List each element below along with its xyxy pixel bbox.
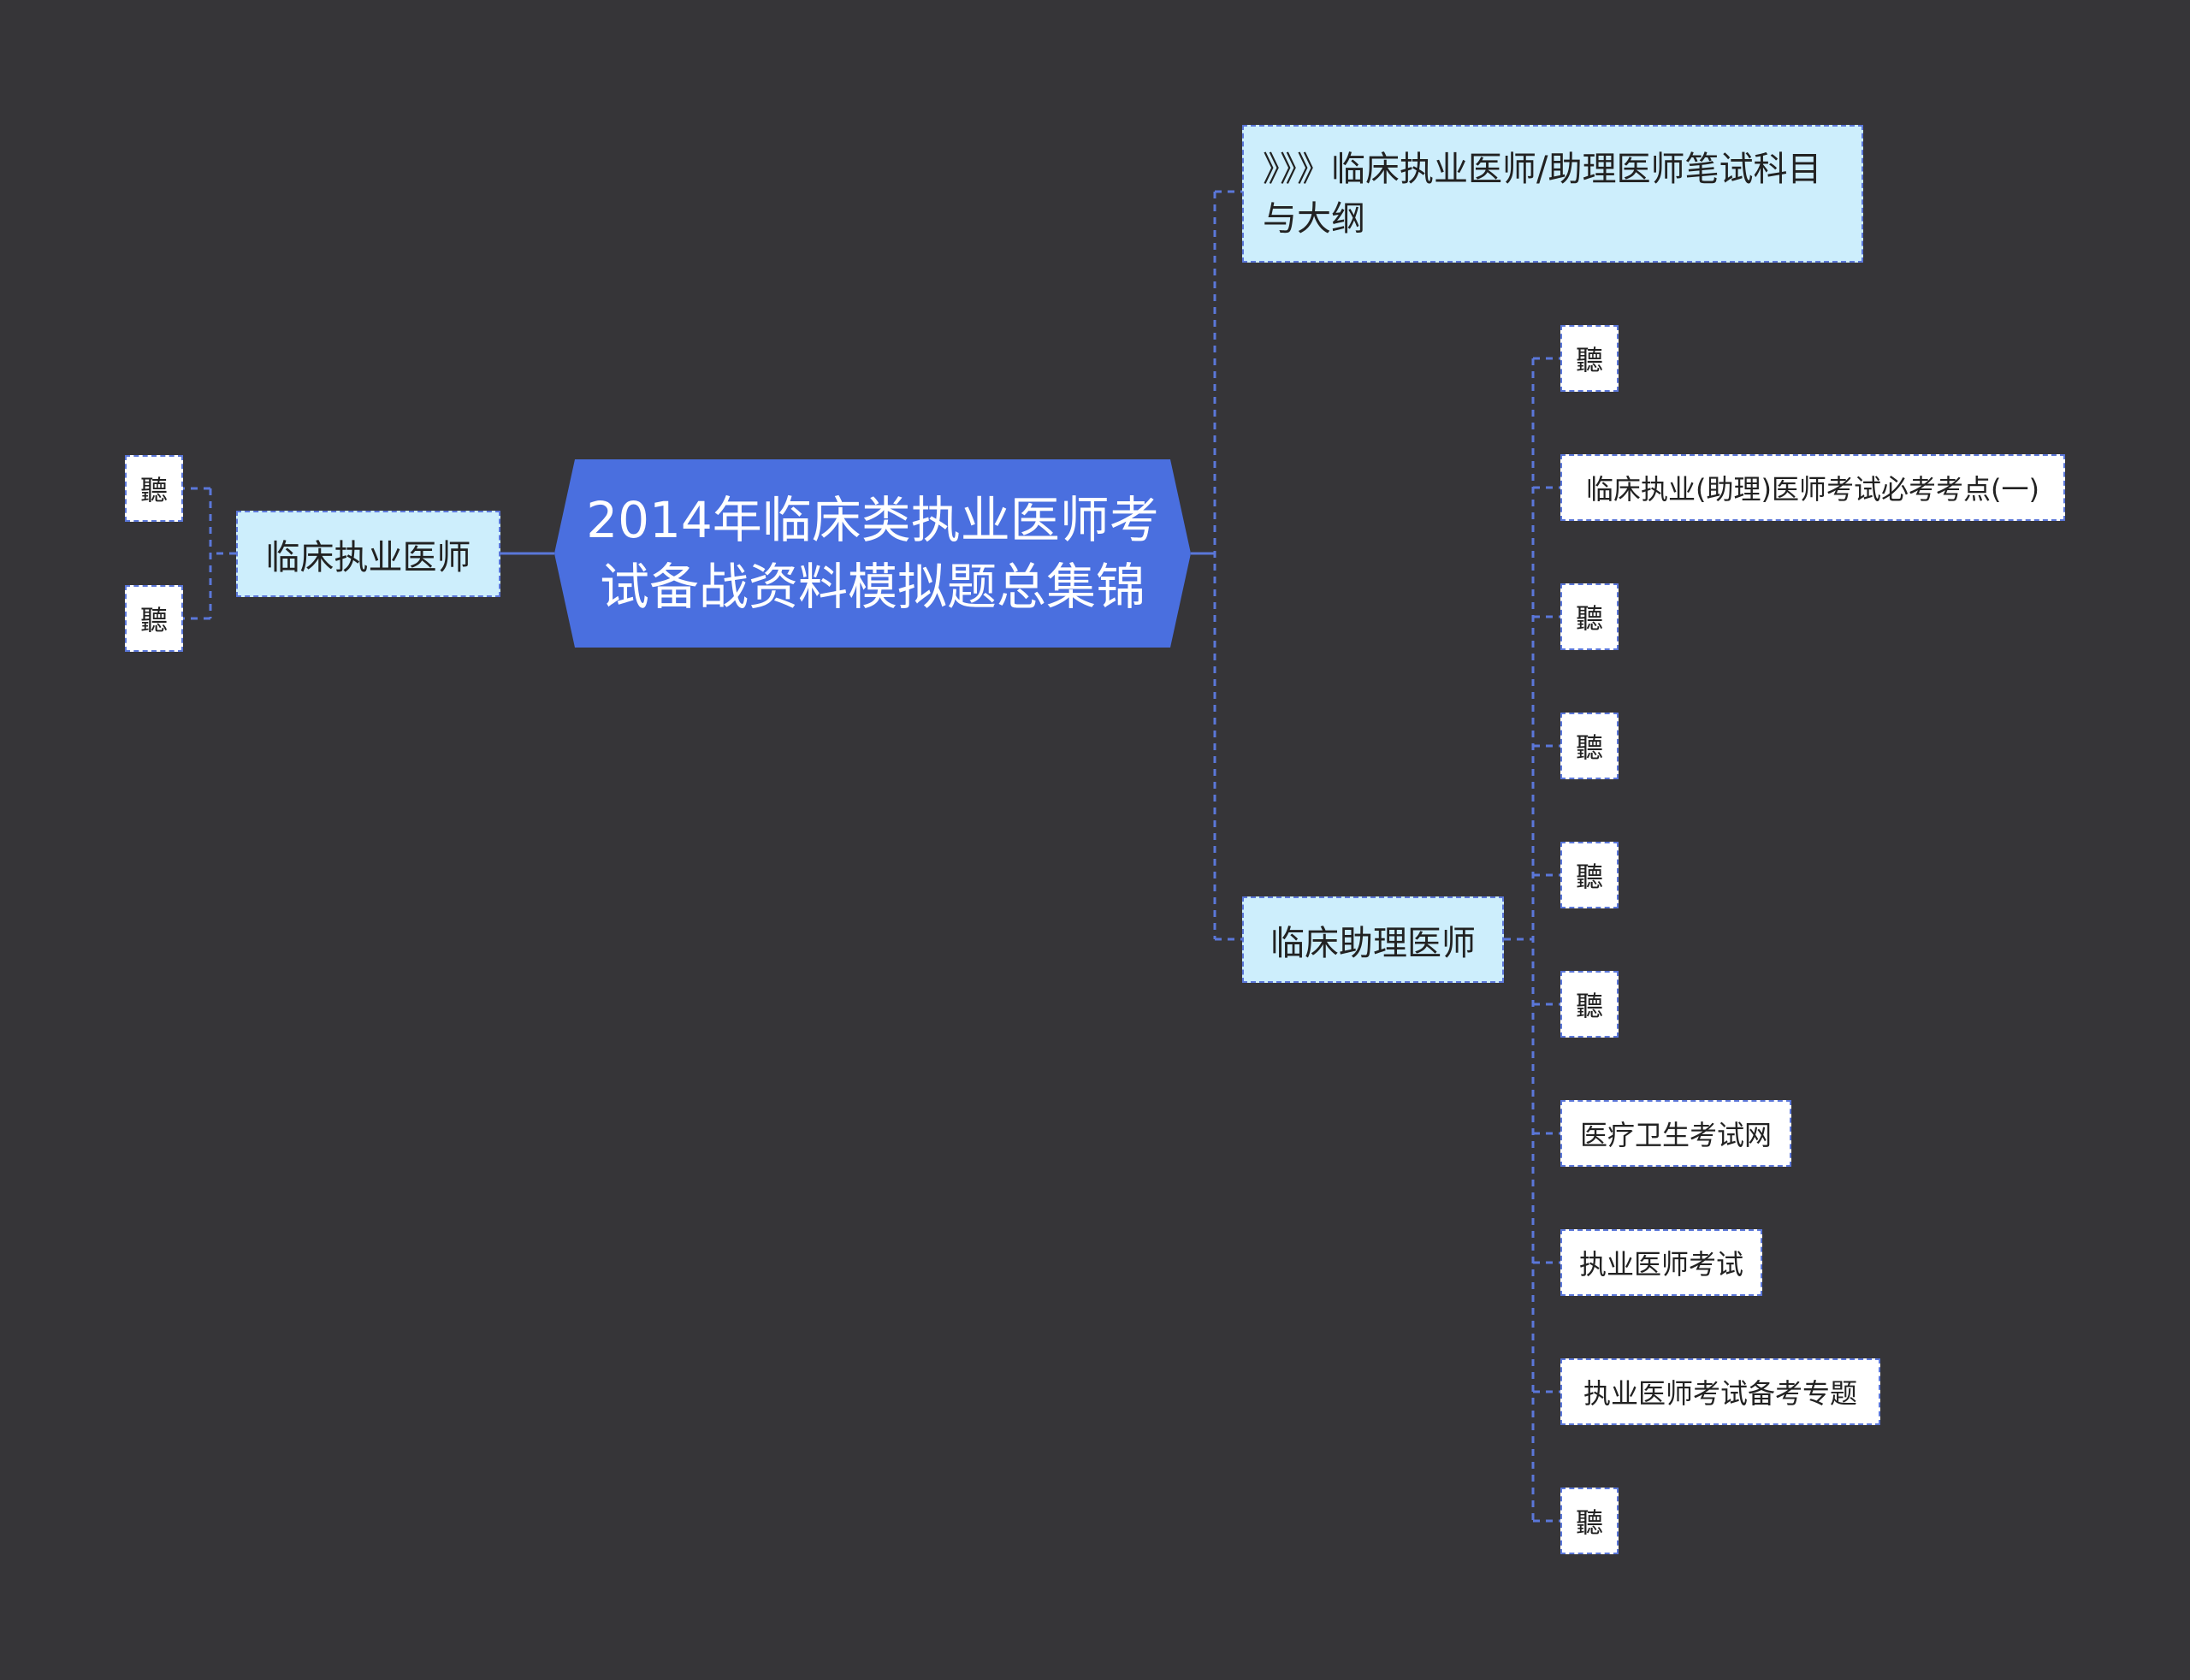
branch-label: 临床助理医师 — [1270, 923, 1476, 963]
right-leaf-7[interactable]: 医疗卫生考试网 — [1560, 1100, 1791, 1167]
right-leaf-3[interactable]: 聽 — [1560, 583, 1619, 650]
leaf-label: 执业医师考试 — [1578, 1248, 1743, 1281]
branch-label: 临床执业医师 — [265, 537, 471, 577]
leaf-label: 聽 — [1576, 861, 1604, 893]
right-leaf-6[interactable]: 聽 — [1560, 971, 1619, 1038]
right-leaf-2[interactable]: 临床执业(助理)医师考试必考考点(一) — [1560, 454, 2065, 521]
branch-exam-syllabus[interactable]: 》》》临床执业医师/助理医师笔试科目与大纲 — [1242, 125, 1863, 263]
leaf-label: 聽 — [1576, 1506, 1604, 1539]
right-leaf-9[interactable]: 执业医师考试备考专题 — [1560, 1358, 1880, 1425]
root-topic[interactable]: 2014年临床类执业医师考试备战资料模拟题总集锦 — [554, 459, 1191, 648]
right-leaf-1[interactable]: 聽 — [1560, 325, 1619, 392]
leaf-label: 聽 — [1576, 731, 1604, 764]
branch-clinical-practitioner[interactable]: 临床执业医师 — [236, 511, 500, 597]
leaf-label: 聽 — [1576, 602, 1604, 635]
root-hexagon-shape — [554, 459, 1191, 648]
right-leaf-4[interactable]: 聽 — [1560, 713, 1619, 779]
leaf-label: 执业医师考试备考专题 — [1583, 1377, 1857, 1410]
leaf-label: 聽 — [140, 474, 169, 506]
left-leaf-2[interactable]: 聽 — [125, 585, 183, 652]
branch-clinical-assistant[interactable]: 临床助理医师 — [1242, 896, 1504, 983]
right-leaf-10[interactable]: 聽 — [1560, 1488, 1619, 1554]
leaf-label: 医疗卫生考试网 — [1579, 1119, 1772, 1151]
leaf-label: 聽 — [1576, 344, 1604, 376]
branch-label: 》》》临床执业医师/助理医师笔试科目与大纲 — [1263, 149, 1822, 239]
right-leaf-8[interactable]: 执业医师考试 — [1560, 1229, 1762, 1296]
root-topic-title: 2014年临床类执业医师考试备战资料模拟题总集锦 — [586, 491, 1159, 616]
leaf-label: 聽 — [140, 604, 169, 636]
right-leaf-5[interactable]: 聽 — [1560, 842, 1619, 908]
left-leaf-1[interactable]: 聽 — [125, 455, 183, 522]
leaf-label: 聽 — [1576, 990, 1604, 1022]
leaf-label: 临床执业(助理)医师考试必考考点(一) — [1586, 473, 2039, 506]
